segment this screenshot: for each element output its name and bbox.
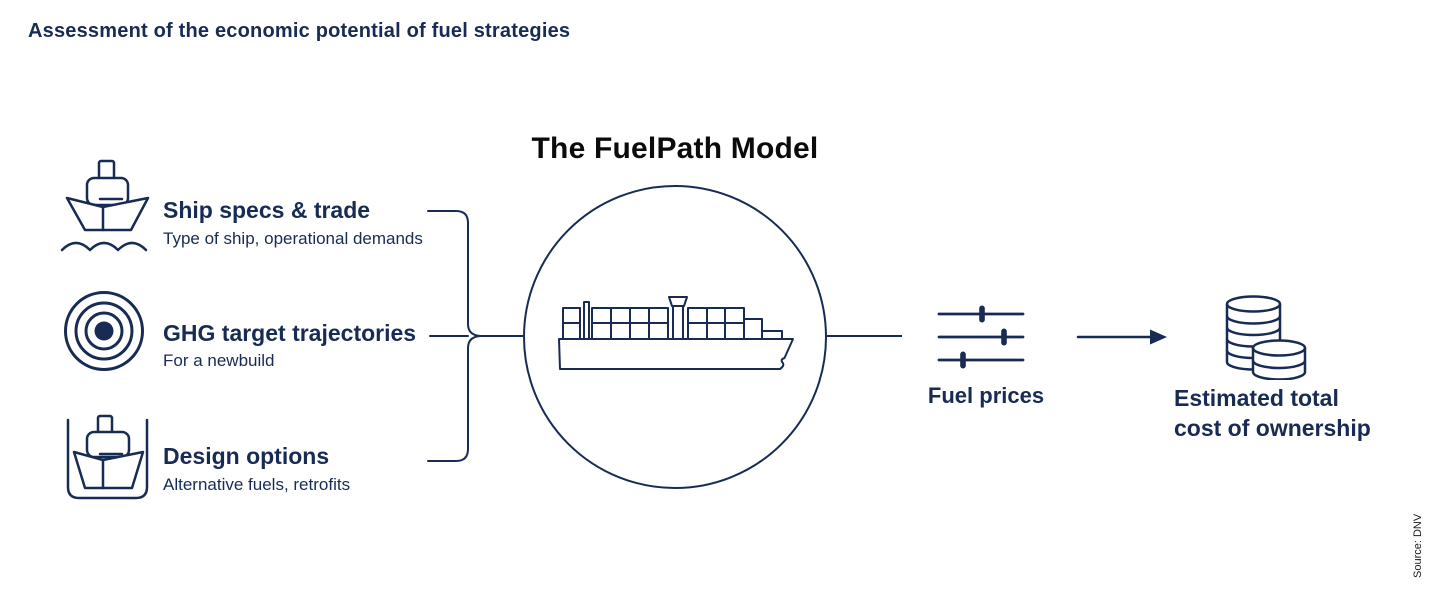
- input-description-ship-specs: Type of ship, operational demands: [163, 229, 423, 248]
- container-ship-icon: [558, 296, 794, 370]
- coins-icon: [1225, 295, 1307, 380]
- page-title: Assessment of the economic potential of …: [28, 20, 571, 42]
- model-to-prices-connector: [827, 335, 902, 337]
- input-label-ship-specs: Ship specs & trade: [163, 197, 371, 223]
- output-label-line-2: cost of ownership: [1174, 415, 1371, 441]
- ship-drydock-icon: [66, 414, 149, 500]
- input-label-ghg-targets: GHG target trajectories: [163, 320, 417, 346]
- input-description-ghg-targets: For a newbuild: [163, 351, 275, 370]
- fuel-prices-label: Fuel prices: [927, 383, 1045, 408]
- input-description-design-options: Alternative fuels, retrofits: [163, 475, 351, 494]
- output-label: Estimated total cost of ownership: [1174, 383, 1371, 443]
- input-label-design-options: Design options: [163, 443, 330, 469]
- sliders-icon: [937, 305, 1025, 369]
- ship-bow-icon: [60, 159, 150, 252]
- model-title: The FuelPath Model: [531, 132, 819, 165]
- ghg-target-icon: [64, 291, 144, 371]
- flow-arrow-icon: [1076, 329, 1167, 345]
- inputs-bracket-connector: [427, 210, 525, 462]
- output-label-line-1: Estimated total: [1174, 385, 1339, 411]
- source-note: Source: DNV: [1412, 513, 1424, 578]
